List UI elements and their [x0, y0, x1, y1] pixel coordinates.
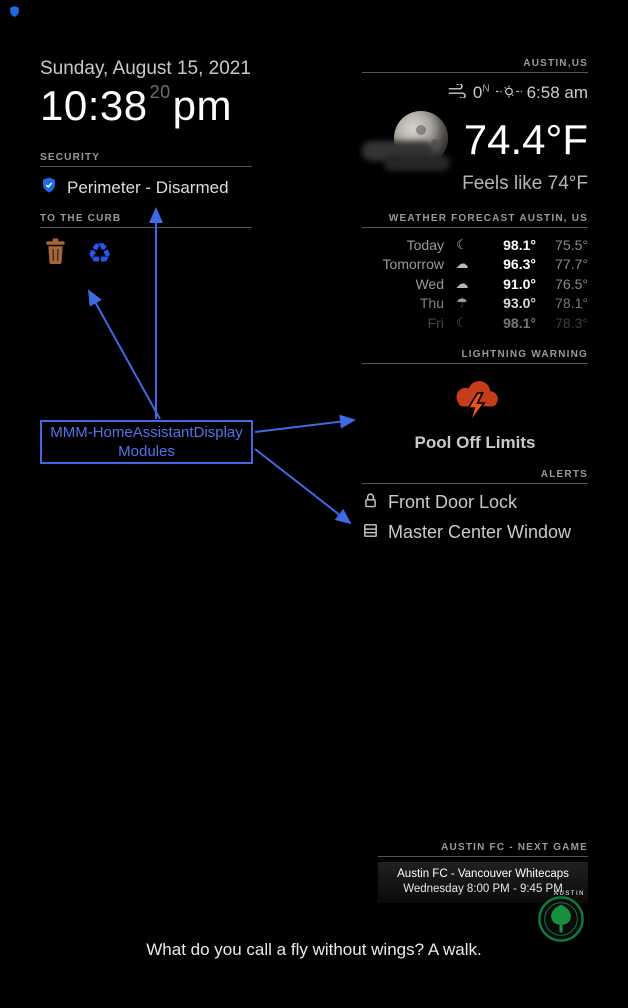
austin-fc-logo-text: AUSTIN [553, 891, 585, 897]
joke-text: What do you call a fly without wings? A … [146, 940, 482, 959]
rain-cloud-icon: ☁ [455, 256, 469, 272]
alert-row: Master Center Window [362, 522, 588, 544]
alerts-header: ALERTS [362, 469, 588, 484]
security-header: SECURITY [40, 152, 252, 167]
security-status-label: Perimeter - Disarmed [67, 177, 229, 197]
alert-label: Front Door Lock [388, 492, 518, 512]
austin-fc-logo-icon [538, 896, 584, 947]
current-temperature: 74.4°F [463, 116, 588, 163]
weather-astro-row: 0N 6:58 am [362, 82, 588, 103]
pool-off-limits-label: Pool Off Limits [414, 432, 536, 452]
feels-like: Feels like 74°F [462, 173, 588, 194]
curb-icons-row: ♻ [40, 238, 252, 269]
forecast-header: WEATHER FORECAST AUSTIN, US [362, 213, 588, 228]
clock-seconds: 20 [149, 82, 171, 102]
lightning-warning-header: LIGHTNING WARNING [362, 349, 588, 364]
window-icon [362, 522, 379, 544]
trash-icon [44, 238, 67, 269]
shield-check-icon [40, 176, 58, 199]
forecast-row: Thu ☂ 93.0° 78.1° [419, 295, 588, 312]
alert-label: Master Center Window [388, 522, 572, 542]
next-game-header: AUSTIN FC - NEXT GAME [378, 842, 588, 857]
wind-group: 0N [447, 82, 490, 103]
game-matchup: Austin FC - Vancouver Whitecaps [397, 868, 569, 880]
wind-icon [447, 82, 468, 103]
recycle-icon: ♻ [87, 237, 113, 269]
clock-hours-minutes: 10:38 [40, 82, 148, 129]
sunrise-time: 6:58 am [526, 83, 588, 102]
rain-icon: ☂ [456, 295, 468, 311]
sunrise-group: 6:58 am [495, 83, 588, 103]
night-cloud-icon: ☾ [456, 314, 468, 330]
clock-date: Sunday, August 15, 2021 [40, 58, 251, 79]
showers-icon: ☁ [455, 275, 469, 291]
moon-clouds-image [362, 111, 464, 171]
sunrise-icon [495, 83, 522, 103]
right-column: AUSTIN,US 0N 6:58 am [362, 58, 588, 544]
forecast-row: Wed ☁ 91.0° 76.5° [415, 275, 588, 292]
night-cloud-icon: ☾ [456, 236, 468, 252]
forecast-row: Today ☾ 98.1° 75.5° [406, 236, 588, 253]
corner-shield-icon [8, 5, 21, 18]
game-time: Wednesday 8:00 PM - 9:45 PM [403, 883, 563, 895]
security-status-row: Perimeter - Disarmed [40, 176, 252, 199]
current-weather-row: 74.4°F [362, 111, 588, 171]
annotation-line1: MMM-HomeAssistantDisplay [50, 424, 243, 441]
next-game-card: Austin FC - Vancouver Whitecaps Wednesda… [378, 862, 588, 942]
forecast-row: Tomorrow ☁ 96.3° 77.7° [382, 256, 588, 273]
clock-period: pm [172, 82, 232, 129]
annotation-line2: Modules [118, 443, 175, 460]
wind-speed: 0N [472, 83, 490, 102]
wind-direction: N [482, 83, 490, 95]
forecast-table: Today ☾ 98.1° 75.5° Tomorrow ☁ 96.3° 77.… [362, 235, 588, 333]
curb-header: TO THE CURB [40, 213, 252, 228]
next-game-module: AUSTIN FC - NEXT GAME Austin FC - Vancou… [378, 842, 588, 942]
annotation-label-box: MMM-HomeAssistantDisplay Modules [40, 420, 253, 464]
forecast-row: Fri ☾ 98.1° 78.3° [427, 314, 588, 331]
lock-icon [362, 492, 379, 514]
weather-location-header: AUSTIN,US [362, 58, 588, 73]
storm-cloud-lightning-icon [362, 376, 588, 425]
alert-row: Front Door Lock [362, 492, 588, 514]
